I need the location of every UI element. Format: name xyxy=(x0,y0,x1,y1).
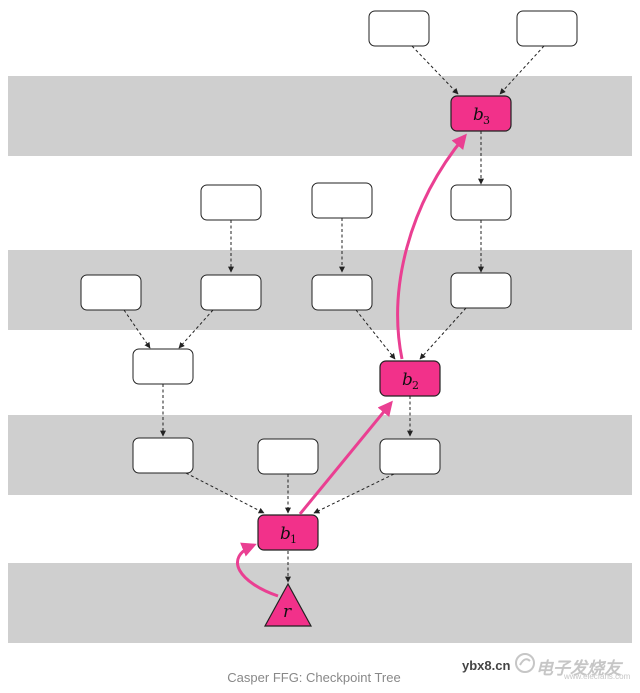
block-node xyxy=(379,438,441,475)
block-node xyxy=(200,184,262,221)
checkpoint-root: r xyxy=(263,582,313,627)
block-node xyxy=(368,10,430,47)
root-triangle xyxy=(263,582,313,627)
checkpoint-b2-box xyxy=(379,360,441,397)
figure-caption: Casper FFG: Checkpoint Tree xyxy=(227,670,401,685)
edge xyxy=(185,472,265,514)
block-node xyxy=(200,274,262,311)
block-node xyxy=(516,10,578,47)
epoch-band xyxy=(8,415,632,495)
blank-blocks xyxy=(80,10,578,475)
link-r-to-b1 xyxy=(236,542,279,598)
edge xyxy=(419,307,467,360)
edge xyxy=(123,309,151,349)
checkpoint-b1-label: b xyxy=(280,524,291,544)
edge xyxy=(411,45,459,95)
checkpoint-b1-box xyxy=(257,514,319,551)
block-node xyxy=(311,274,373,311)
checkpoint-b1: b 1 xyxy=(257,514,319,551)
block-node xyxy=(257,438,319,475)
checkpoint-b3-box xyxy=(450,95,512,132)
edge xyxy=(178,309,214,349)
checkpoint-b1-subscript: 1 xyxy=(290,533,297,546)
justification-links xyxy=(236,133,467,598)
checkpoint-b2-subscript: 2 xyxy=(412,379,419,392)
block-node xyxy=(132,348,194,385)
edge xyxy=(355,309,396,360)
root-label: r xyxy=(283,602,292,622)
block-node xyxy=(132,437,194,474)
block-node xyxy=(311,182,373,219)
dashed-edges xyxy=(123,45,545,583)
checkpoint-b2: b 2 xyxy=(379,360,441,397)
epoch-band xyxy=(8,76,632,156)
watermark-url: ybx8.cn xyxy=(462,658,511,673)
brand-logo-icon xyxy=(515,653,535,673)
block-node xyxy=(80,274,142,311)
link-b1-to-b2 xyxy=(298,400,393,515)
checkpoint-b3: b 3 xyxy=(450,95,512,132)
block-node xyxy=(450,184,512,221)
link-b2-to-b3 xyxy=(396,133,467,360)
watermark-domain: www.elecfans.com xyxy=(564,672,631,681)
epoch-bands xyxy=(8,76,632,643)
block-node xyxy=(450,272,512,309)
watermark-brand: 电子发烧友 xyxy=(536,659,621,678)
checkpoint-b3-subscript: 3 xyxy=(483,114,490,127)
epoch-band xyxy=(8,563,632,643)
edge xyxy=(313,473,395,514)
site-watermark: ybx8.cn 电子发烧友 www.elecfans.com xyxy=(462,648,632,688)
checkpoint-b2-label: b xyxy=(402,370,413,390)
checkpoint-b3-label: b xyxy=(473,105,484,125)
